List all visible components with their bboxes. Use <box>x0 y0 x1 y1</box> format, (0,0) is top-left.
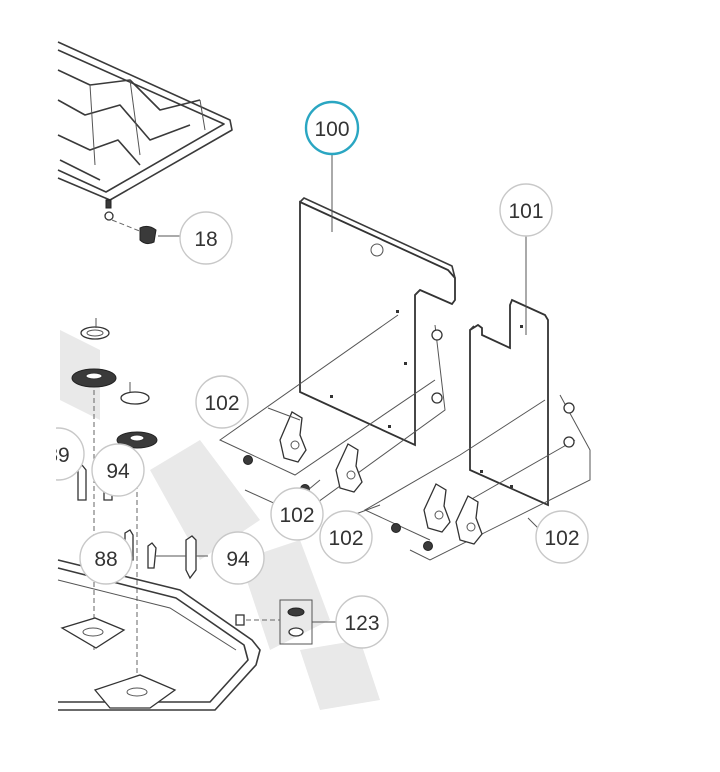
callout-88: 88 <box>79 531 133 585</box>
callout-label-102-right: 102 <box>544 527 579 550</box>
callout-label-101: 101 <box>508 200 543 223</box>
brackets-102 <box>219 314 591 561</box>
callout-94-upper: 94 <box>91 443 145 497</box>
callout-101: 101 <box>499 183 553 237</box>
callout-label-94-lower: 94 <box>226 548 250 571</box>
callout-102-center: 102 <box>319 510 373 564</box>
callout-94-lower: 94 <box>211 531 265 585</box>
callout-102-left: 102 <box>195 375 249 429</box>
part-123 <box>235 599 336 645</box>
callout-100: 100 <box>304 100 360 156</box>
callout-label-18: 18 <box>194 228 217 251</box>
callout-18: 18 <box>179 211 233 265</box>
burners <box>71 318 208 690</box>
part-18-foot <box>111 219 182 245</box>
callout-label-88: 88 <box>94 548 117 571</box>
callout-102-mid: 102 <box>270 487 324 541</box>
callout-label-94-upper: 94 <box>106 460 130 483</box>
panel-101 <box>469 235 549 507</box>
callout-label-102-center: 102 <box>328 527 363 550</box>
left-margin <box>0 0 56 772</box>
callout-label-123: 123 <box>344 612 379 635</box>
callout-label-100: 100 <box>314 118 349 141</box>
wire-grid <box>57 41 233 221</box>
tray <box>57 559 261 711</box>
bottom-margin <box>0 712 720 772</box>
callout-label-102-left: 102 <box>204 392 239 415</box>
callout-102-right: 102 <box>535 510 589 564</box>
panel-100 <box>299 155 456 447</box>
callout-123: 123 <box>335 595 389 649</box>
callout-label-102-mid: 102 <box>279 504 314 527</box>
